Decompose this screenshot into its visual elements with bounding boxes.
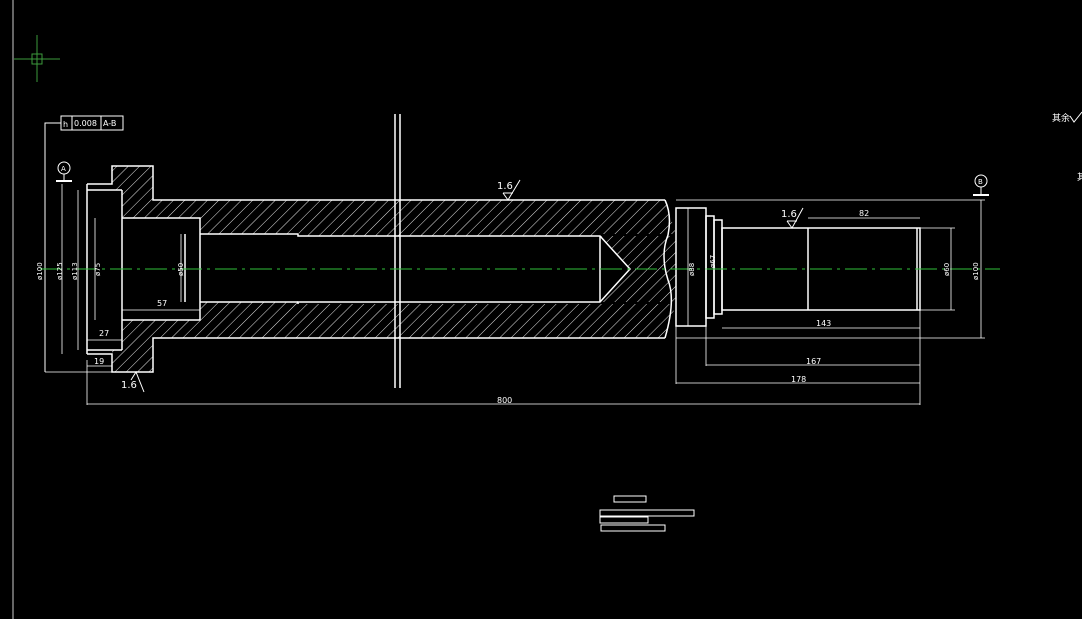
title-block-fragments [599, 495, 695, 532]
dim-800: 800 [497, 396, 512, 405]
dim-27: 27 [99, 329, 109, 338]
dim-d88: ø88 [688, 263, 696, 276]
dim-d125: ø125 [56, 262, 64, 280]
roughness-symbol-top-left: 1.6 [497, 179, 521, 201]
dim-178: 178 [791, 375, 806, 384]
tolerance-datum: A-B [103, 119, 116, 128]
dimension-lines [45, 184, 985, 405]
tolerance-value: 0.008 [74, 119, 97, 128]
roughness-top-right-value: 1.6 [781, 209, 797, 220]
lower-hatched-section [112, 302, 676, 372]
dim-57: 57 [157, 299, 167, 308]
roughness-symbol-top-right: 1.6 [781, 207, 804, 229]
roughness-top-left-value: 1.6 [497, 181, 513, 192]
dim-d75: ø75 [94, 263, 102, 276]
datum-a-label: A [61, 165, 66, 173]
dim-143: 143 [816, 319, 831, 328]
roughness-bottom-left-value: 1.6 [121, 380, 137, 391]
side-note-roughness-icon [1069, 111, 1082, 123]
geometric-tolerance-frame: h 0.008 A-B [44, 115, 124, 372]
crosshair-cursor-icon [14, 35, 60, 82]
dim-d100-left: ø100 [36, 262, 44, 280]
dim-d60: ø60 [943, 263, 951, 276]
datum-a-marker: A [56, 161, 72, 182]
datum-b-marker: B [973, 174, 989, 196]
break-line [394, 114, 401, 388]
upper-hatched-section [112, 166, 676, 236]
dim-82: 82 [859, 209, 869, 218]
tolerance-symbol: h [63, 120, 68, 129]
datum-b-label: B [978, 178, 983, 186]
dim-d113: ø113 [71, 262, 79, 280]
dim-19: 19 [94, 357, 104, 366]
dim-d67: ø67 [709, 255, 717, 268]
dim-d50: ø50 [177, 263, 185, 276]
dim-167: 167 [806, 357, 821, 366]
side-note-remaining: 其余 [1052, 112, 1070, 124]
side-note-right: 其 [1077, 172, 1082, 183]
dim-d100-right: ø100 [972, 262, 980, 280]
roughness-symbol-bottom-left: 1.6 [121, 370, 145, 393]
